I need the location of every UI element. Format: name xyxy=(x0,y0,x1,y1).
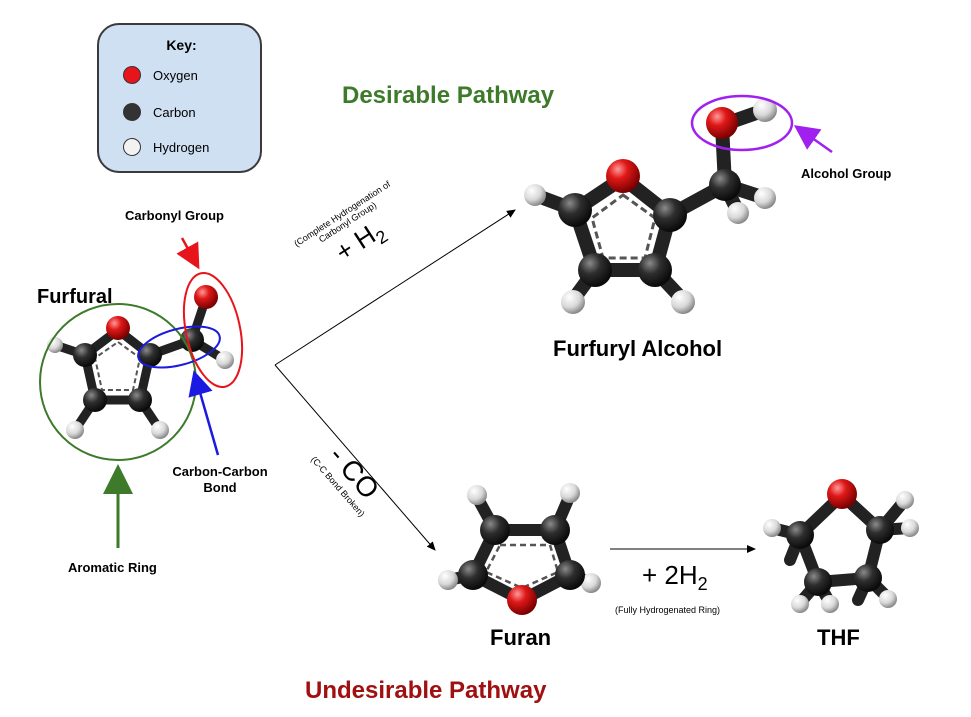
alcohol-group-highlight xyxy=(690,94,794,152)
thf-molecule xyxy=(763,479,919,613)
ring-hydrogenation-reagent-subscript: 2 xyxy=(697,574,708,595)
ring-hydrogenation-reagent-text: + 2H xyxy=(642,560,698,590)
furfuryl-alcohol-molecule xyxy=(524,98,777,314)
hydrogenation-arrow xyxy=(274,209,516,366)
carbon-carbon-bond-label-line2: Bond xyxy=(203,480,237,495)
carbonyl-group-highlight xyxy=(182,271,244,389)
furan-label: Furan xyxy=(490,625,552,650)
key-item-oxygen: Oxygen xyxy=(123,65,198,85)
legend-key: Key: Oxygen Carbon Hydrogen xyxy=(97,23,262,173)
furan-molecule xyxy=(438,483,601,615)
thf-label: THF xyxy=(817,625,860,650)
key-label-hydrogen: Hydrogen xyxy=(153,139,210,155)
carbon-carbon-bond-label: Carbon-Carbon Bond xyxy=(165,464,275,496)
key-label-oxygen: Oxygen xyxy=(153,67,198,83)
furfuryl-alcohol-label: Furfuryl Alcohol xyxy=(553,336,723,361)
key-item-hydrogen: Hydrogen xyxy=(123,137,209,157)
hydrogen-swatch xyxy=(123,138,141,156)
furfural-label: Furfural xyxy=(37,286,113,308)
carbonyl-group-label: Carbonyl Group xyxy=(125,208,224,223)
decarbonylation-arrow xyxy=(274,364,436,551)
aromatic-ring-label: Aromatic Ring xyxy=(68,560,157,575)
alcohol-group-label: Alcohol Group xyxy=(801,166,892,181)
ring-hydrogenation-reagent: + 2H2 xyxy=(642,560,708,595)
carbon-bond-pointer-arrow xyxy=(188,370,220,456)
carbon-swatch xyxy=(123,103,141,121)
key-title: Key: xyxy=(166,37,197,53)
alcohol-pointer-arrow xyxy=(793,125,833,154)
carbonyl-pointer-arrow xyxy=(176,237,200,270)
undesirable-pathway-heading: Undesirable Pathway xyxy=(305,677,547,704)
carbon-carbon-bond-highlight xyxy=(137,325,221,369)
desirable-pathway-heading: Desirable Pathway xyxy=(342,82,555,109)
ring-hydrogenation-note: (Fully Hydrogenated Ring) xyxy=(615,605,721,615)
oxygen-swatch xyxy=(123,66,141,84)
key-item-carbon: Carbon xyxy=(123,102,196,122)
carbon-carbon-bond-label-line1: Carbon-Carbon xyxy=(172,464,268,479)
key-label-carbon: Carbon xyxy=(153,104,196,120)
